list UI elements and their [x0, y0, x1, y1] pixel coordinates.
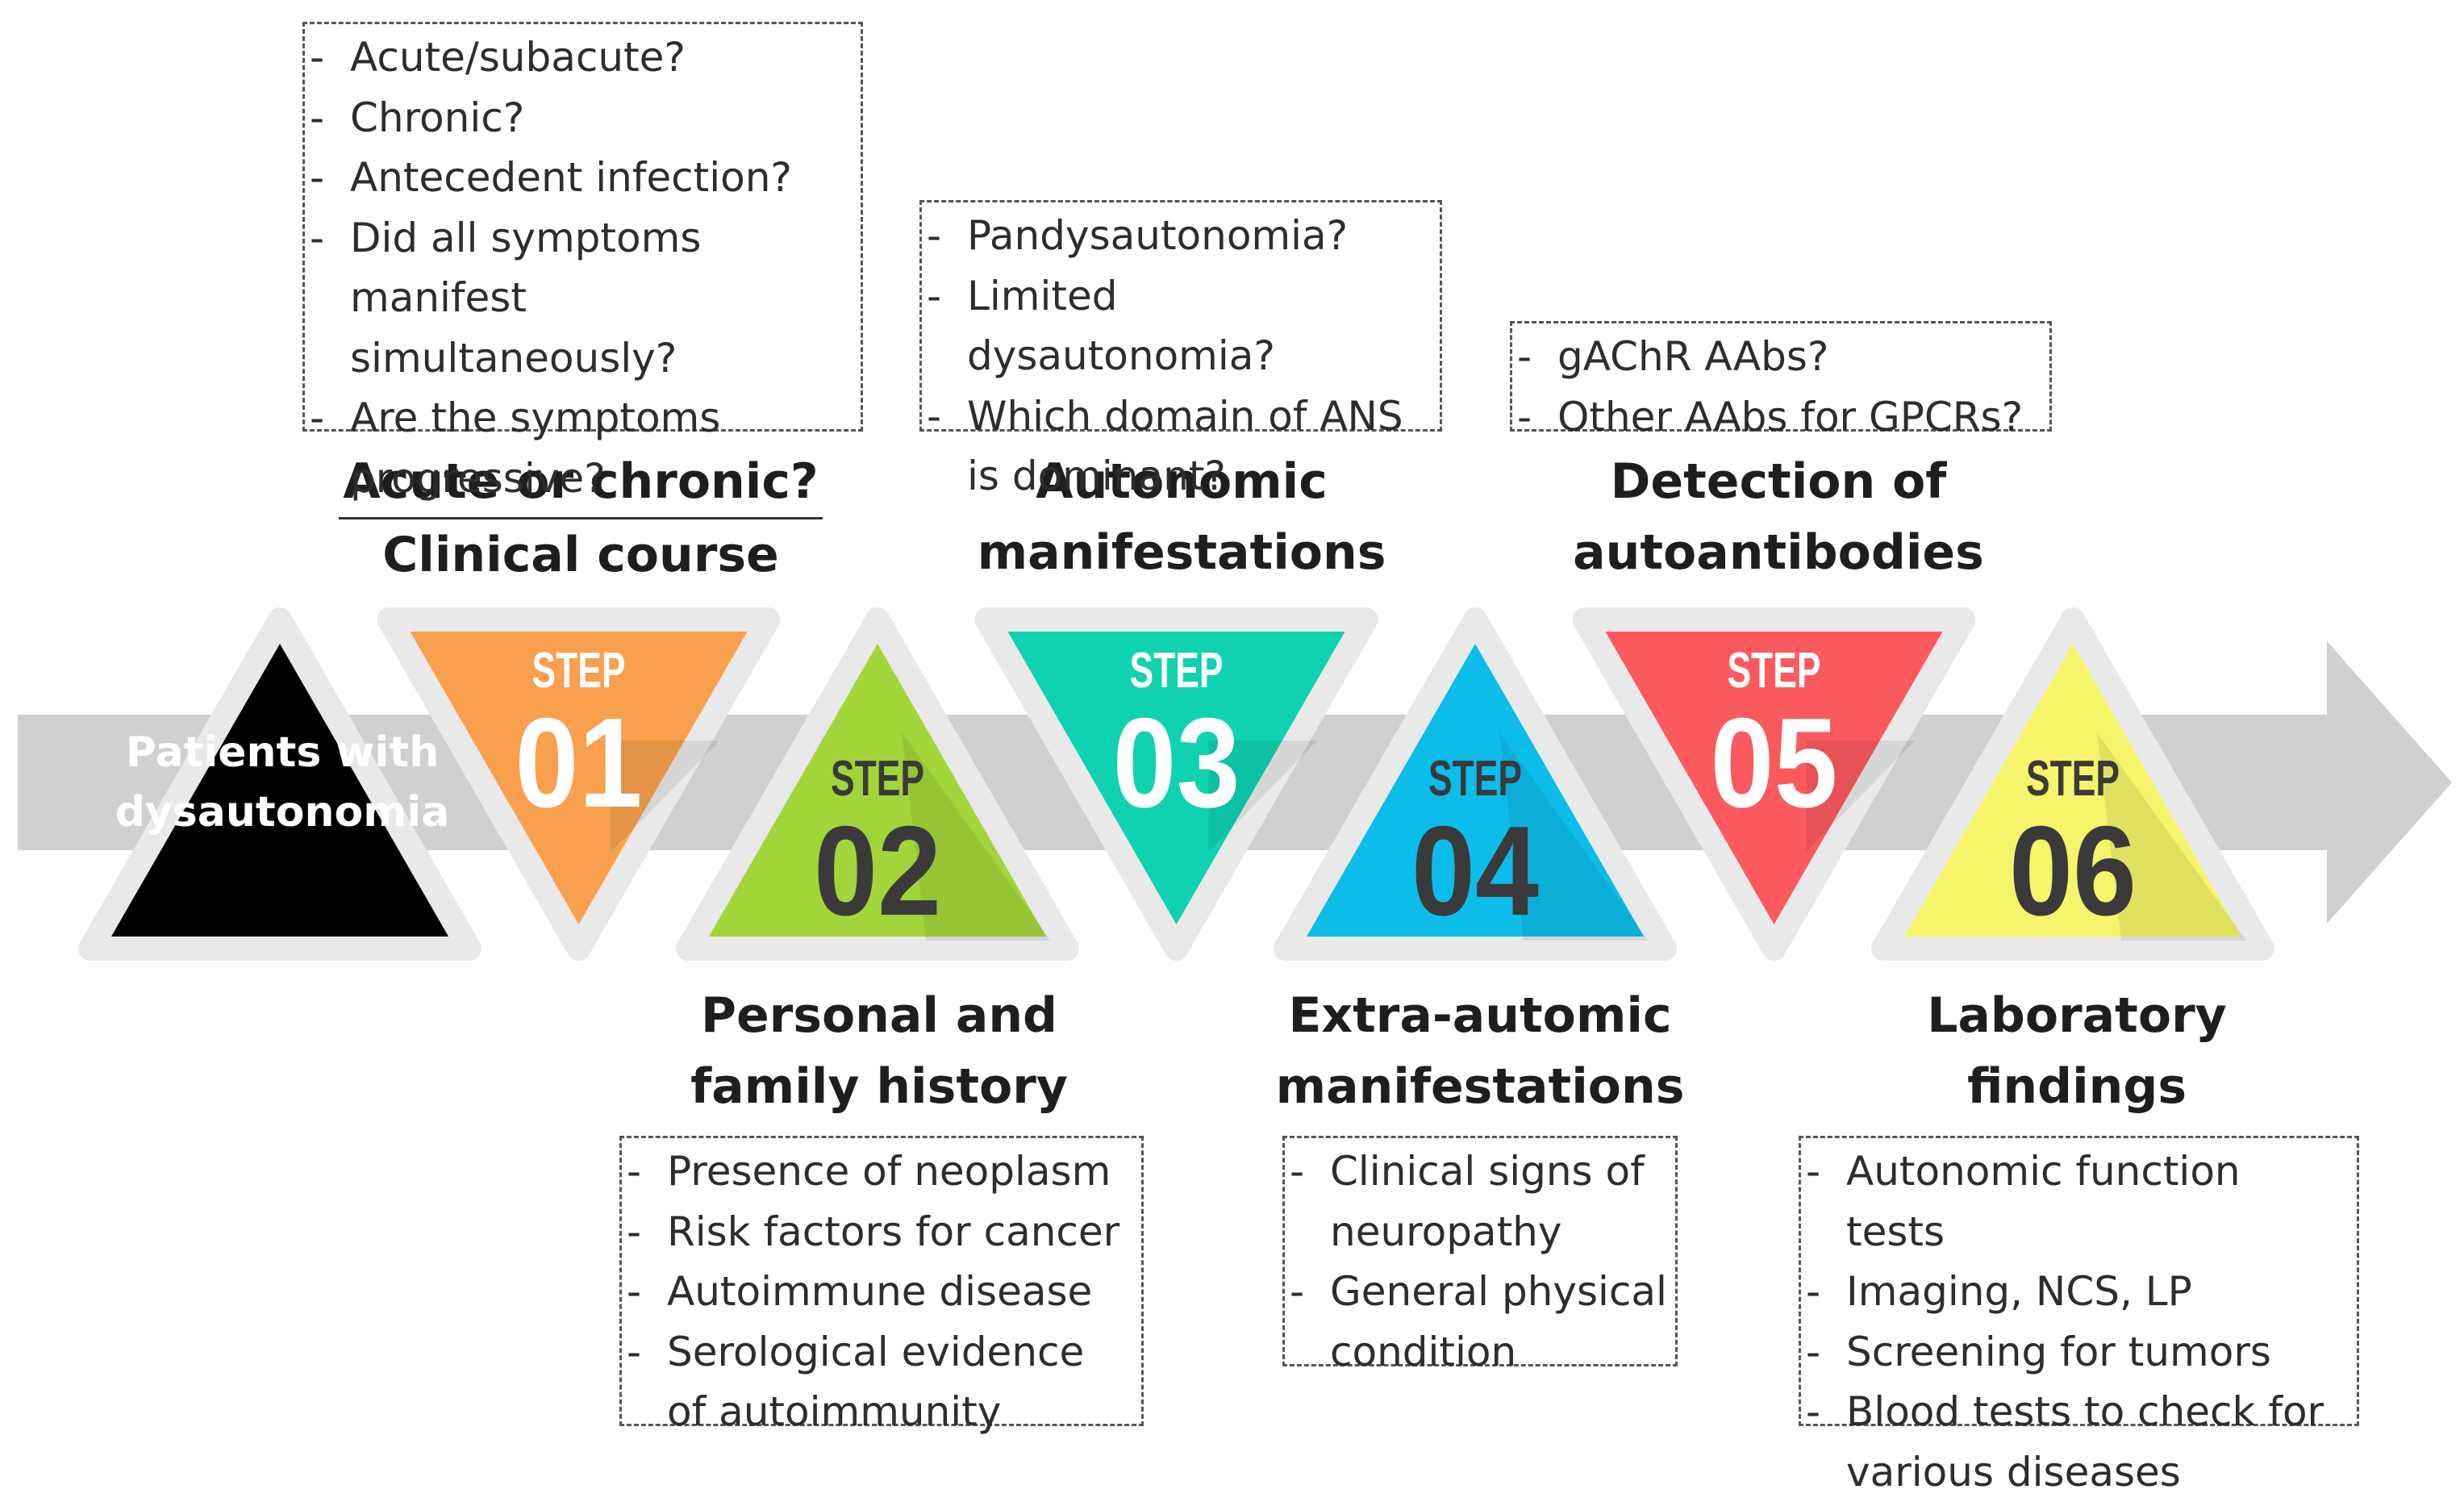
step-05-title: Detection of autoantibodies	[1573, 453, 1984, 581]
step-04-shade	[1499, 732, 1649, 941]
step-01-subtitle: Acute or chronic?	[339, 446, 823, 519]
step-06-title: Laboratory findings	[1927, 987, 2227, 1115]
step-06-shade	[2097, 732, 2246, 941]
step-02-questions: -Presence of neoplasm -Risk factors for …	[619, 1136, 1144, 1435]
step-01-questions: -Acute/subacute? -Chronic? -Antecedent i…	[302, 22, 863, 502]
step-04-questions: -Clinical signs of neuropathy -General p…	[1282, 1136, 1678, 1375]
step-05-triangle	[1572, 607, 1976, 961]
step-02-triangle	[676, 607, 1079, 961]
step-04-title: Extra-automic manifestations	[1275, 987, 1685, 1115]
step-01-title: Acute or chronic? Clinical course	[339, 446, 823, 590]
step-06-triangle	[1871, 607, 2274, 961]
patients-label: Patients with dysautonomia	[115, 728, 450, 837]
step-02-title: Personal and family history	[690, 987, 1068, 1115]
step-06-label: STEP	[2026, 751, 2120, 807]
step-01-label: STEP	[532, 643, 626, 699]
step-05-questions: -gAChR AAbs? -Other AAbs for GPCRs?	[1510, 321, 2052, 440]
step-01-shade	[611, 741, 720, 852]
step-03-triangle	[974, 607, 1378, 961]
step-05-shade	[1806, 741, 1916, 852]
step-02-number: 02	[814, 800, 941, 942]
step-01-triangle	[377, 607, 781, 961]
step-06-number: 06	[2009, 800, 2137, 942]
step-05-label: STEP	[1728, 643, 1821, 699]
step-03-questions: -Pandysautonomia? -Limited dysautonomia?…	[919, 200, 1442, 499]
step-04-number: 04	[1411, 800, 1539, 942]
step-03-label: STEP	[1130, 643, 1224, 699]
step-02-shade	[902, 732, 1051, 941]
step-03-number: 03	[1113, 692, 1240, 834]
step-03-shade	[1208, 741, 1318, 852]
start-triangle	[78, 607, 482, 961]
step-04-label: STEP	[1428, 751, 1522, 807]
step-05-number: 05	[1711, 692, 1838, 834]
step-04-triangle	[1274, 607, 1677, 961]
step-06-questions: -Autonomic function tests -Imaging, NCS,…	[1799, 1136, 2359, 1496]
step-03-title: Autonomic manifestations	[977, 453, 1386, 581]
step-02-label: STEP	[831, 751, 924, 807]
step-01-number: 01	[515, 692, 643, 834]
